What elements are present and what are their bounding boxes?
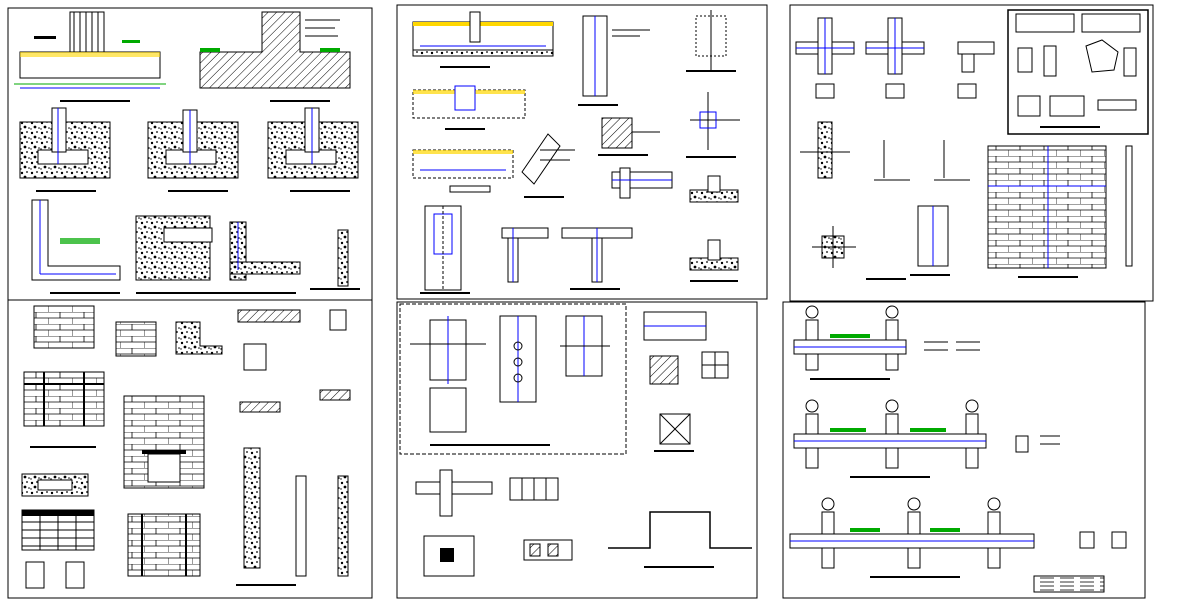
- bond-beam-details: [237, 309, 351, 413]
- stone-footing-section-c: [267, 107, 359, 192]
- beam-column-joint-1: [410, 316, 486, 433]
- strip-footing-section-1: [14, 11, 166, 102]
- tee-joint-detail-1: [501, 227, 549, 283]
- anchor-detail: [686, 92, 740, 158]
- wall-opening-detail: [910, 205, 950, 276]
- column-plan-detail: [812, 226, 906, 280]
- sheet-reinforcement-details: [399, 303, 752, 577]
- sheet-foundation-details: [14, 11, 360, 294]
- stone-footing-section-b: [147, 109, 239, 192]
- sheet-frame-masonry-joints: [789, 4, 1154, 302]
- block-wall-elevation-small: [33, 305, 95, 349]
- footing-section-small: [689, 175, 739, 282]
- wall-panel-reinforced: [127, 513, 201, 577]
- lintel-section-small: [21, 473, 89, 497]
- wall-tie-details: [874, 140, 970, 181]
- frame-elevation-2: [793, 399, 987, 478]
- cross-joint-1: [795, 17, 855, 99]
- beam-section-1: [412, 11, 554, 68]
- wall-junction-details: [415, 469, 573, 577]
- sheet-masonry-joints: [795, 9, 1149, 280]
- bar-bend-details: [25, 561, 85, 589]
- frame-elevation-1: [793, 305, 907, 380]
- stone-wall-detail: [135, 215, 296, 294]
- column-base-detail: [686, 10, 736, 72]
- sheet-frame-elevations: [782, 301, 1146, 599]
- beam-section-3: [412, 149, 514, 193]
- lintel-detail: [611, 167, 673, 199]
- sheet-frame-wall-details: [7, 299, 373, 599]
- tee-joint-detail-2: [561, 227, 633, 290]
- slab-edge-detail: [229, 221, 301, 281]
- sheet-masonry-wall-details: [21, 305, 351, 589]
- frame-elevation-3: [789, 497, 1035, 578]
- retaining-footing-section: [199, 11, 351, 102]
- wall-sections: [236, 447, 349, 586]
- wall-base-detail: [31, 199, 121, 294]
- beam-column-joint-3: [560, 315, 610, 377]
- cross-joint-2: [865, 17, 925, 99]
- door-frame-section: [420, 205, 470, 294]
- sheet-frame-elevations: [789, 305, 1127, 593]
- stone-footing-section-a: [19, 107, 111, 192]
- tee-joint-3: [957, 41, 995, 99]
- corner-connection-detail: [598, 117, 660, 156]
- column-tie-detail: [800, 121, 850, 179]
- column-tie-plan: [654, 413, 694, 452]
- reinforced-block-panel: [23, 371, 105, 448]
- sheet-frame-reinforcement: [396, 301, 758, 599]
- wall-column-detail: [310, 229, 360, 290]
- elevation-side-details: [924, 341, 1127, 549]
- sheet-frame-sections: [396, 4, 768, 300]
- reinforcement-schedule-table: [21, 509, 95, 551]
- brick-wall-with-opening: [123, 395, 205, 489]
- diagonal-brace-detail: [521, 133, 575, 198]
- title-block: [1033, 575, 1105, 593]
- block-types-legend: [1007, 9, 1149, 135]
- beam-section-2: [412, 85, 526, 130]
- masonry-wall-elevation: [987, 145, 1133, 278]
- stepped-wall-section: [608, 511, 752, 568]
- sheet-beam-column-sections: [412, 10, 740, 294]
- block-corner-detail: [115, 321, 223, 357]
- column-elevation: [578, 15, 650, 106]
- general-notes-box: [399, 303, 627, 455]
- beam-column-joint-2: [499, 315, 537, 403]
- column-section-detail: [643, 311, 729, 385]
